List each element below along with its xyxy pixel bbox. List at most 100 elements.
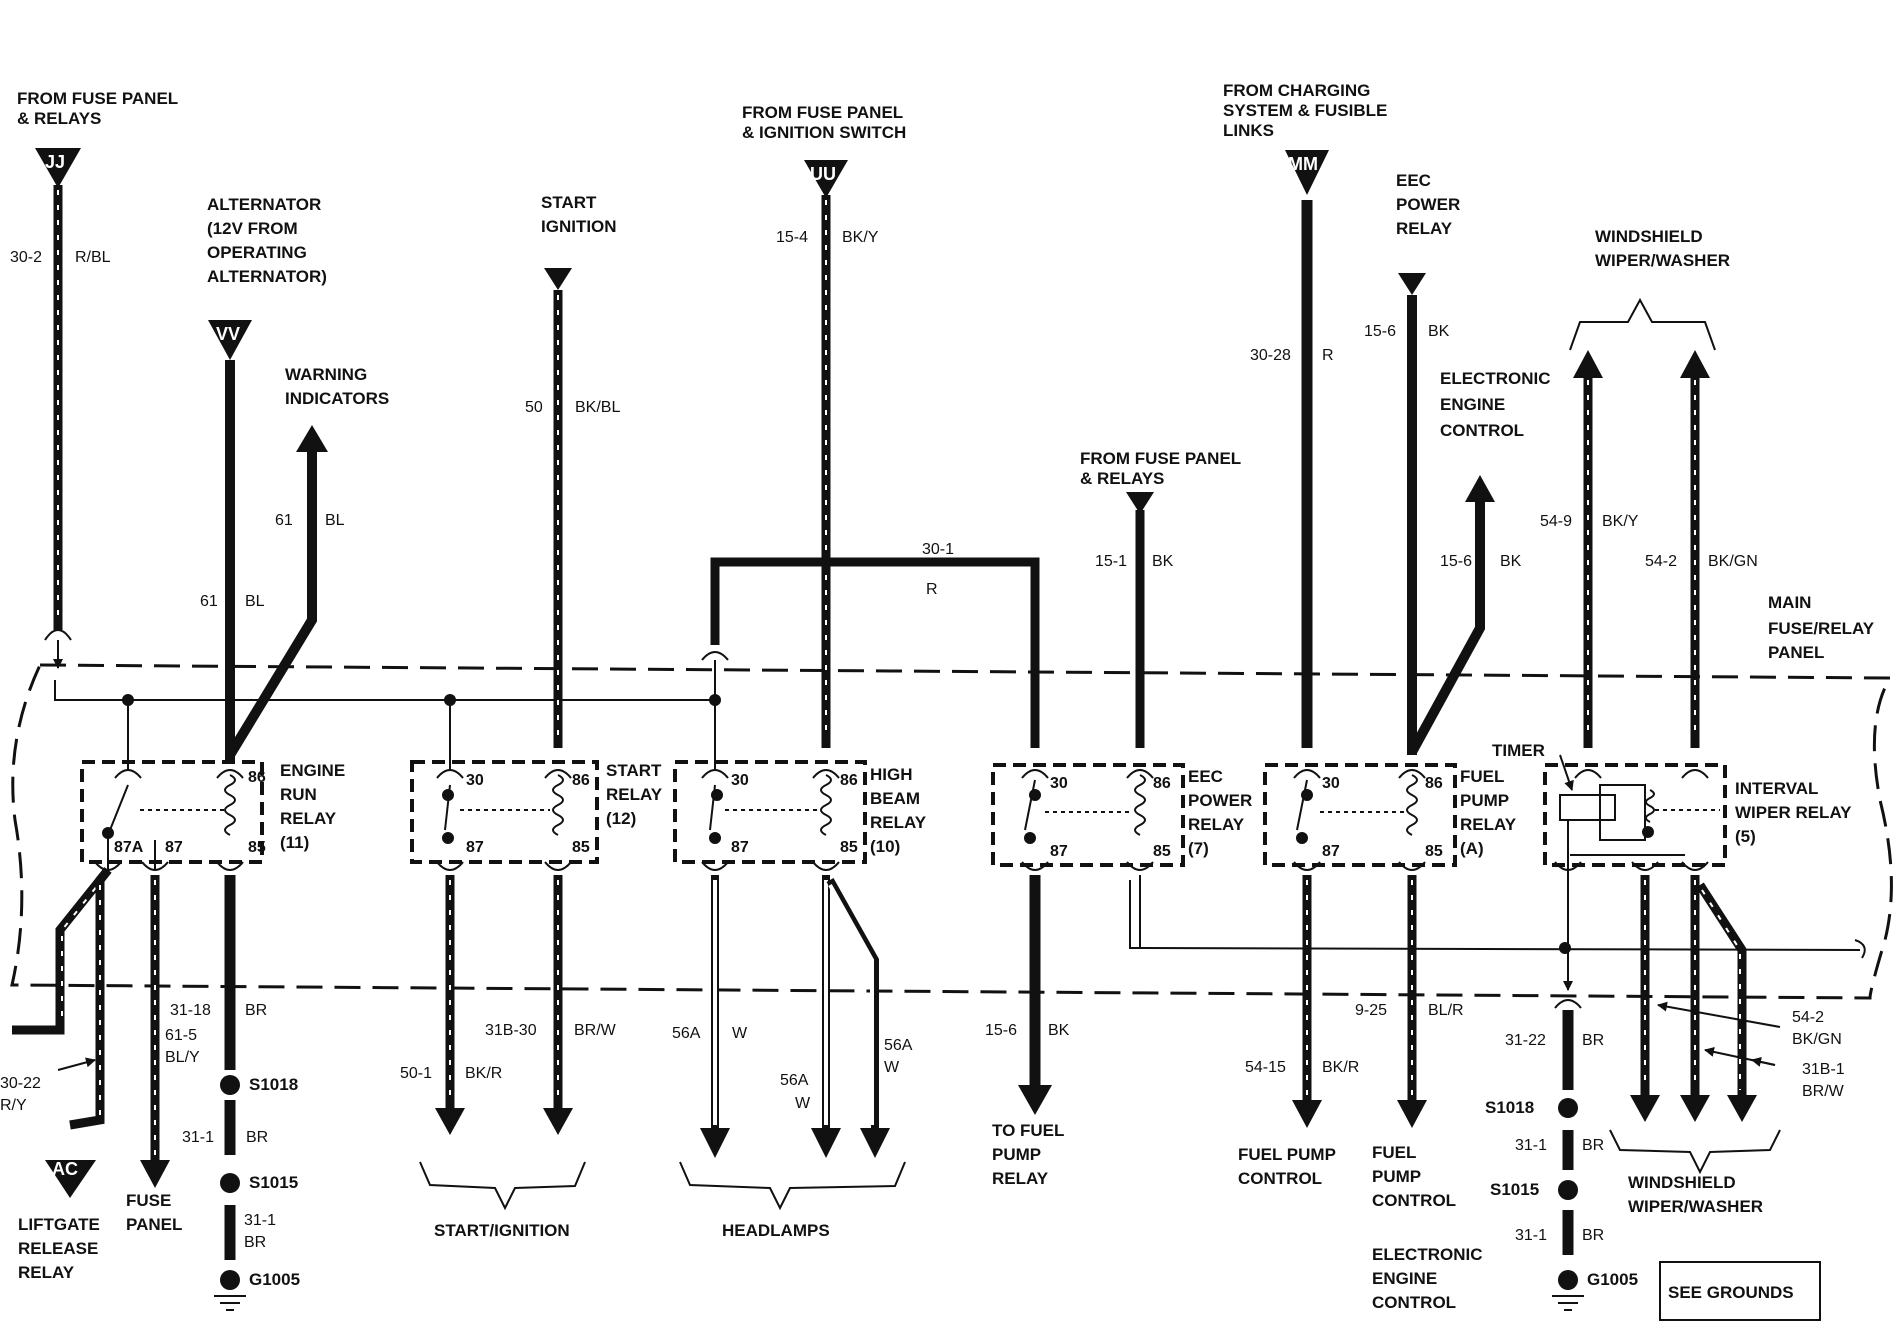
connector-uu: UU: [810, 164, 836, 184]
label-high-beam-4: (10): [870, 837, 900, 856]
label-eec-ctrl-2: ENGINE: [1440, 395, 1505, 414]
wire-50: 50: [525, 399, 543, 416]
wire-br-e: BR: [1582, 1137, 1604, 1154]
pin-85: 85: [572, 839, 590, 856]
high-beam-relay-box: [673, 760, 867, 864]
wire-bk-y2: BK/Y: [1602, 513, 1639, 530]
wire-bk-r: BK/R: [465, 1065, 502, 1082]
wire-54-2: 54-2: [1645, 553, 1677, 570]
wire-bl-b: BL: [245, 593, 265, 610]
label-fuse-panel-relays-2: & RELAYS: [17, 109, 101, 128]
label-main-2: FUSE/RELAY: [1768, 619, 1875, 638]
wire-15-1: 15-1: [1095, 553, 1127, 570]
label-engine-run-2: RUN: [280, 785, 317, 804]
label-start-relay-1: START: [606, 761, 662, 780]
wire-bk-c: BK: [1152, 553, 1174, 570]
label-fuse-ign-1: FROM FUSE PANEL: [742, 103, 903, 122]
label-start-ignition-bottom: START/IGNITION: [434, 1221, 570, 1240]
wire-15-6c: 15-6: [985, 1022, 1017, 1039]
label-fuse-relays2-1: FROM FUSE PANEL: [1080, 449, 1241, 468]
label-interval-2: WIPER RELAY: [1735, 803, 1852, 822]
label-to-fuel-3: RELAY: [992, 1169, 1049, 1188]
label-engine-run-1: ENGINE: [280, 761, 345, 780]
wire-w-a: W: [732, 1025, 748, 1042]
connector-vv: VV: [216, 324, 240, 344]
label-fuel-pump-4: (A): [1460, 839, 1484, 858]
label-liftgate-3: RELAY: [18, 1263, 75, 1282]
label-fuel-pump-control2-2: PUMP: [1372, 1167, 1421, 1186]
pin-86: 86: [840, 772, 858, 789]
label-windshield2-2: WIPER/WASHER: [1628, 1197, 1763, 1216]
label-fuse-relays2-2: & RELAYS: [1080, 469, 1164, 488]
wire-56a-c: 56A: [884, 1037, 913, 1054]
label-windshield-1: WINDSHIELD: [1595, 227, 1703, 246]
wire-31-1a: 31-1: [182, 1129, 214, 1146]
wire-bk-y: BK/Y: [842, 229, 879, 246]
pin-30: 30: [731, 772, 749, 789]
splice-s1018: S1018: [249, 1075, 298, 1094]
wire-r-b: R: [1322, 347, 1334, 364]
wire-bk-d: BK: [1048, 1022, 1070, 1039]
label-fuel-pump-2: PUMP: [1460, 791, 1509, 810]
wire-br-a: BR: [245, 1002, 267, 1019]
wire-30-22: 30-22: [0, 1075, 41, 1092]
wire-bk-a: BK: [1428, 323, 1450, 340]
pin-85: 85: [840, 839, 858, 856]
wire-56a-a: 56A: [672, 1025, 701, 1042]
label-high-beam-1: HIGH: [870, 765, 913, 784]
wire-30-1: 30-1: [922, 541, 954, 558]
label-eec-ctrl-1: ELECTRONIC: [1440, 369, 1551, 388]
label-start-1: START: [541, 193, 597, 212]
wire-61-5: 61-5: [165, 1027, 197, 1044]
ground-g1005: G1005: [249, 1270, 300, 1289]
label-to-fuel-2: PUMP: [992, 1145, 1041, 1164]
label-engine-run-3: RELAY: [280, 809, 337, 828]
connector-cups: [94, 651, 1709, 1009]
wire-54-9: 54-9: [1540, 513, 1572, 530]
see-grounds-label: SEE GROUNDS: [1668, 1283, 1794, 1302]
label-eec2-1: ELECTRONIC: [1372, 1245, 1483, 1264]
label-charging-3: LINKS: [1223, 121, 1274, 140]
internal-bus-bottom: [1129, 880, 1861, 951]
pin-85: 85: [1153, 843, 1171, 860]
pin-30: 30: [1050, 775, 1068, 792]
wire-54-15: 54-15: [1245, 1059, 1286, 1076]
label-engine-run-4: (11): [280, 833, 309, 852]
pin-30: 30: [1322, 775, 1340, 792]
label-to-fuel-1: TO FUEL: [992, 1121, 1064, 1140]
splice-s1015b: S1015: [1490, 1180, 1539, 1199]
splice-s1018b: S1018: [1485, 1098, 1534, 1117]
wire-br-d: BR: [1582, 1032, 1604, 1049]
wire-56a-b: 56A: [780, 1072, 809, 1089]
connector-mm: MM: [1288, 154, 1318, 174]
label-fuel-pump-1: FUEL: [1460, 767, 1504, 786]
ground-g1005b: G1005: [1587, 1270, 1638, 1289]
wire-31b-1: 31B-1: [1802, 1061, 1845, 1078]
label-charging-2: SYSTEM & FUSIBLE: [1223, 101, 1387, 120]
label-eec-power-2: POWER: [1188, 791, 1252, 810]
wire-br-f: BR: [1582, 1227, 1604, 1244]
wire-31b-30: 31B-30: [485, 1022, 537, 1039]
pin-87a: 87A: [114, 839, 144, 856]
wire-r-bl: R/BL: [75, 249, 111, 266]
label-eec-power-1: EEC: [1188, 767, 1223, 786]
label-fuse-panel-relays-1: FROM FUSE PANEL: [17, 89, 178, 108]
pin-87: 87: [731, 839, 749, 856]
see-grounds-box: [1659, 1261, 1821, 1321]
label-eec-power-4: (7): [1188, 839, 1209, 858]
label-windshield-2: WIPER/WASHER: [1595, 251, 1730, 270]
wire-50-1: 50-1: [400, 1065, 432, 1082]
label-high-beam-3: RELAY: [870, 813, 927, 832]
connector-jj: JJ: [45, 152, 65, 172]
wire-br-b: BR: [246, 1129, 268, 1146]
label-start-relay-3: (12): [606, 809, 636, 828]
main-fuse-relay-panel-outline: [10, 663, 1893, 1000]
label-eec-1: EEC: [1396, 171, 1431, 190]
label-alternator-4: ALTERNATOR): [207, 267, 327, 286]
label-start-relay-2: RELAY: [606, 785, 663, 804]
wire-bl-y: BL/Y: [165, 1049, 200, 1066]
wire-31-18: 31-18: [170, 1002, 211, 1019]
label-timer: TIMER: [1492, 741, 1545, 760]
label-alternator-3: OPERATING: [207, 243, 307, 262]
label-warning-1: WARNING: [285, 365, 367, 384]
